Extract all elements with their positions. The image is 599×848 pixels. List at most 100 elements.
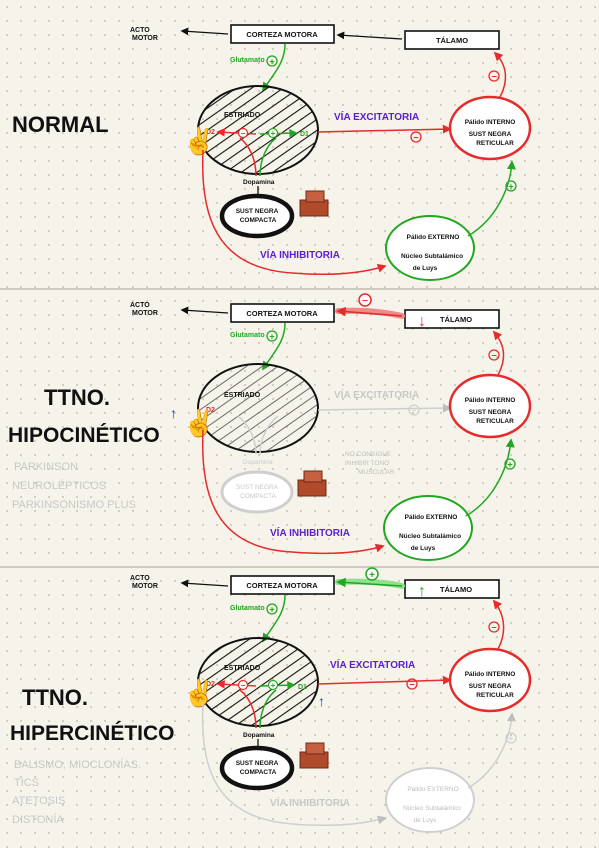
gpi-ellipse — [448, 373, 532, 439]
sn-compacta-label-2: COMPACTA — [240, 769, 277, 776]
plus-sign: + — [507, 460, 512, 470]
corteza-label: CORTEZA MOTORA — [246, 30, 318, 39]
sn-compacta-label: SUST NEGRA — [236, 208, 279, 215]
glutamato-label: Glutamato — [230, 57, 265, 64]
minus-sign: − — [241, 129, 246, 138]
peace-hand-icon: ✌ — [183, 677, 215, 709]
gpi-label: Pálido INTERNO — [465, 119, 516, 126]
plus-badge — [267, 127, 279, 139]
brick-icon — [299, 742, 329, 769]
via-inhibitoria-label: VÍA INHIBITORIA — [270, 526, 350, 539]
minus-sign: − — [241, 681, 246, 690]
arrow-talamo-corteza — [336, 31, 403, 40]
minus-sign: − — [413, 133, 418, 143]
dopamina-label: Dopamina — [243, 459, 273, 466]
plus-badge — [266, 603, 278, 615]
glutamato-path — [262, 322, 286, 371]
plus-badge — [505, 732, 517, 744]
minus-badge — [237, 679, 249, 691]
minus-sign: − — [491, 72, 496, 82]
gpi-label-2: SUST NEGRA — [469, 409, 512, 416]
minus-sign: − — [491, 623, 496, 633]
gpi-to-talamo-path — [493, 51, 507, 98]
corteza-label: CORTEZA MOTORA — [246, 581, 318, 590]
peace-hand-icon: ✌ — [183, 407, 215, 439]
minus-sign: − — [411, 406, 416, 416]
gpi-to-talamo-path — [492, 599, 505, 650]
gpe-label: Pálido EXTERNO — [407, 786, 458, 793]
disease-distonia: DISTONÍA — [12, 813, 64, 826]
estriado-label: ESTRIADO — [224, 665, 261, 672]
arrow-up-icon: ↑ — [170, 405, 177, 421]
gpi-label-2: SUST NEGRA — [469, 683, 512, 690]
disease-atetosis: ATETOSIS — [12, 795, 65, 807]
d1-label: D1 — [300, 131, 309, 138]
d2-label: D2 — [206, 129, 215, 136]
minus-sign: − — [409, 680, 414, 690]
disease-parkinsonismo: PARKINSONISMO PLUS — [12, 499, 136, 511]
gpi-to-talamo-path — [492, 330, 505, 376]
via-excitatoria-label: VÍA EXCITATORIA — [334, 388, 419, 401]
gpe-ellipse — [385, 215, 475, 281]
disease-balismo: BALISMO, MIOCLONÍAS. — [14, 758, 141, 771]
via-excitatoria-path — [317, 675, 452, 685]
acto-motor-label-2: MOTOR — [132, 310, 158, 317]
dopamina-green-branch — [259, 689, 277, 729]
plus-badge — [266, 55, 278, 67]
minus-badge — [237, 127, 249, 139]
arrow-down-icon: ↓ — [418, 313, 426, 330]
gpi-label-2: SUST NEGRA — [469, 131, 512, 138]
brick-icon — [297, 470, 327, 497]
arrow-to-acto — [180, 579, 229, 588]
inhibir-tono-label: INHIBIR TONO — [345, 460, 389, 467]
sn-compacta-label: SUST NEGRA — [236, 484, 279, 491]
gpe-label: Pálido EXTERNO — [407, 234, 460, 241]
via-inhibitoria-path — [201, 703, 387, 827]
minus-badge — [410, 131, 422, 143]
gpi-label-3: RETICULAR — [476, 692, 514, 699]
estriado-ellipse — [197, 637, 319, 727]
estriado-label: ESTRIADO — [224, 392, 261, 399]
sn-compacta-ellipse — [219, 193, 295, 239]
gpe-ellipse — [383, 495, 473, 561]
d2-label: D2 — [206, 681, 215, 688]
gpe-label-2: Núcleo Subtalámico — [399, 533, 461, 540]
hipocinetico-title-2: HIPOCINÉTICO — [8, 424, 160, 447]
glutamato-path — [262, 43, 286, 92]
sn-compacta-ellipse — [220, 470, 294, 514]
sn-compacta-label: SUST NEGRA — [236, 760, 279, 767]
plus-badge — [505, 180, 517, 192]
plus-badge — [504, 458, 516, 470]
d2-arrow — [216, 128, 257, 137]
plus-sign: + — [271, 129, 276, 138]
plus-sign: + — [508, 182, 513, 192]
via-inhibitoria-path — [201, 429, 385, 555]
minus-badge — [406, 678, 418, 690]
brick-icon — [299, 190, 329, 217]
via-inhibitoria-label: VÍA INHIBITORIA — [270, 796, 350, 809]
plus-badge — [365, 567, 379, 581]
disease-neurolepticos: NEUROLÉPTICOS — [12, 479, 106, 492]
via-inhibitoria-path — [201, 149, 387, 276]
plus-badge — [267, 679, 279, 691]
gpe-to-gpi-path — [465, 438, 515, 517]
plus-sign: + — [369, 570, 375, 581]
gpe-label-2: Núcleo Subtalámico — [403, 805, 461, 812]
gpi-ellipse — [448, 95, 532, 161]
acto-motor-label: ACTO — [130, 27, 150, 34]
gpi-label: Pálido INTERNO — [465, 397, 516, 404]
no-consigue-label: NO CONSIGUE — [345, 451, 392, 458]
estriado-ellipse — [197, 85, 319, 175]
muscular-label: MUSCULAR — [358, 469, 395, 476]
plus-sign: + — [508, 734, 513, 744]
glutamato-label: Glutamato — [230, 332, 265, 339]
divider-top — [0, 288, 599, 290]
arrow-up-icon: ↑ — [418, 583, 426, 600]
plus-sign: + — [269, 332, 274, 342]
talamo-box — [404, 579, 500, 599]
talamo-label: TÁLAMO — [436, 36, 468, 45]
dopamina-label: Dopamina — [243, 179, 275, 186]
arrow-to-acto — [180, 27, 229, 36]
via-excitatoria-label: VÍA EXCITATORIA — [330, 658, 415, 671]
d2-label: D2 — [206, 407, 215, 414]
